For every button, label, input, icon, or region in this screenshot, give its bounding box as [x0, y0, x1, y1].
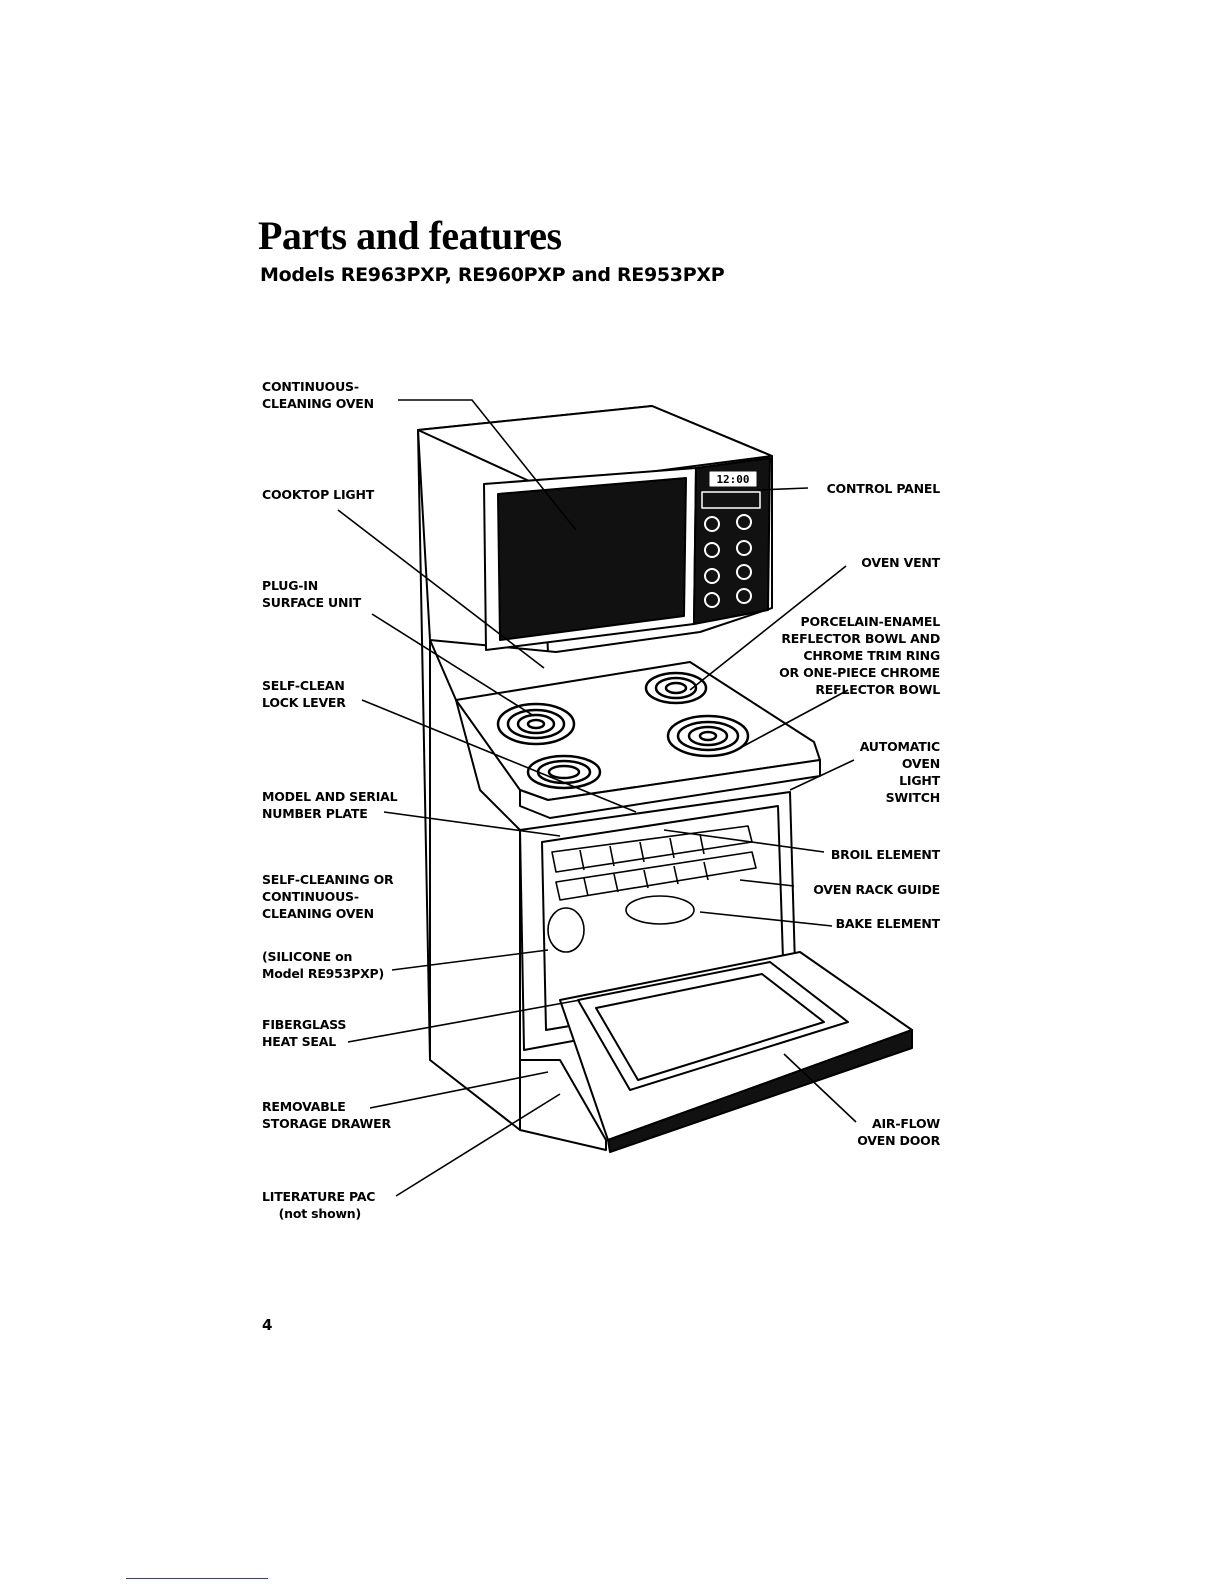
label-literature-pac: LITERATURE PAC (not shown) — [262, 1189, 376, 1221]
clock-display-text: 12:00 — [716, 473, 749, 486]
label-automatic-oven-light-switch: AUTOMATIC OVEN LIGHT SWITCH — [859, 739, 940, 805]
label-bake-element: BAKE ELEMENT — [835, 916, 941, 931]
label-continuous-cleaning-oven: CONTINUOUS- CLEANING OVEN — [262, 379, 374, 411]
label-model-serial-plate: MODEL AND SERIAL NUMBER PLATE — [262, 789, 398, 821]
label-fiberglass-heat-seal: FIBERGLASS HEAT SEAL — [262, 1017, 347, 1049]
label-oven-rack-guide: OVEN RACK GUIDE — [813, 882, 940, 897]
page-number: 4 — [262, 1316, 273, 1334]
upper-oven-top — [417, 405, 773, 487]
label-broil-element: BROIL ELEMENT — [830, 847, 940, 862]
label-cooktop-light: COOKTOP LIGHT — [262, 487, 375, 502]
page-subtitle: Models RE963PXP, RE960PXP and RE953PXP — [260, 264, 725, 286]
leader-lines — [337, 399, 857, 1197]
label-self-cleaning-or-continuous: SELF-CLEANING OR CONTINUOUS- CLEANING OV… — [262, 872, 394, 921]
control-knobs — [704, 514, 752, 608]
bottom-rule — [126, 1578, 268, 1579]
label-reflector-bowl: PORCELAIN-ENAMEL REFLECTOR BOWL AND CHRO… — [779, 614, 940, 697]
label-control-panel: CONTROL PANEL — [826, 481, 941, 496]
label-removable-storage-drawer: REMOVABLE STORAGE DRAWER — [262, 1099, 391, 1131]
label-oven-vent: OVEN VENT — [861, 555, 940, 570]
clock-display — [709, 471, 757, 487]
page-title: Parts and features — [258, 213, 562, 258]
upper-oven-window — [497, 477, 687, 641]
label-silicone-note: (SILICONE on Model RE953PXP) — [262, 949, 385, 981]
label-air-flow-oven-door: AIR-FLOW OVEN DOOR — [857, 1116, 940, 1148]
label-plug-in-surface-unit: PLUG-IN SURFACE UNIT — [262, 578, 362, 610]
label-self-clean-lock-lever: SELF-CLEAN LOCK LEVER — [262, 678, 346, 710]
